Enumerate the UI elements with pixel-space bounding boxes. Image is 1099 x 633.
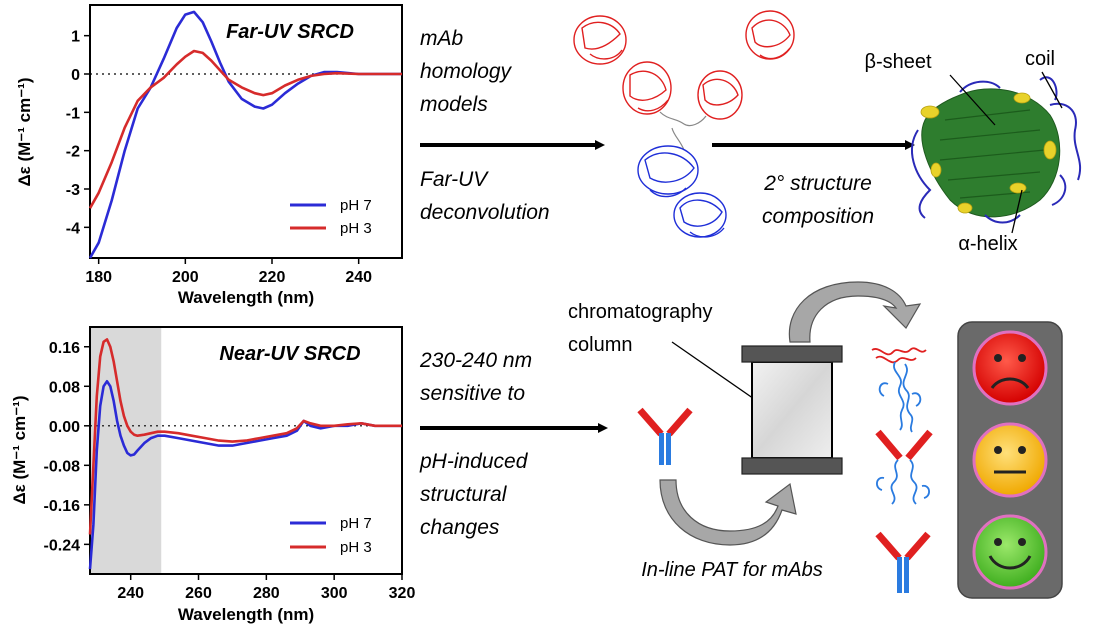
legend-label-ph7: pH 7	[340, 197, 372, 214]
top-left-text-line2: homology	[420, 60, 513, 83]
far-uv-legend: pH 7 pH 3	[290, 197, 372, 237]
neutral-face-icon	[972, 422, 1048, 498]
x-tick-label: 240	[117, 585, 144, 602]
far-uv-ylabel: Δε (M⁻¹ cm⁻¹)	[15, 77, 34, 186]
near-uv-xlabel: Wavelength (nm)	[178, 605, 314, 624]
coil-pointer	[1041, 71, 1063, 109]
x-tick-label: 200	[172, 269, 199, 286]
bottom-flow: 230-240 nm sensitive to pH-induced struc…	[419, 281, 1063, 599]
far-uv-title: Far-UV SRCD	[226, 21, 354, 43]
y-tick-label: -2	[66, 144, 80, 161]
y-tick-label: 0.00	[49, 419, 80, 436]
x-tick-label: 220	[259, 269, 286, 286]
bottom-left-text-line2: sensitive to	[420, 382, 525, 405]
top-flow: mAb homology models Far-UV deconvolution	[420, 10, 1082, 255]
coil-label: coil	[1025, 48, 1055, 70]
far-uv-xlabel: Wavelength (nm)	[178, 288, 314, 307]
pat-caption: In-line PAT for mAbs	[641, 559, 823, 581]
top-left-text2-line1: Far-UV	[420, 168, 489, 191]
series-line-ph3	[88, 338, 402, 535]
legend-label-ph3: pH 3	[340, 220, 372, 237]
top-left-text-line1: mAb	[420, 27, 464, 50]
chromatography-column	[741, 345, 843, 475]
bottom-left-text2-line2: structural	[420, 483, 508, 506]
column-label-line2: column	[568, 334, 632, 356]
y-tick-label: -0.16	[44, 498, 81, 515]
x-tick-label: 300	[321, 585, 348, 602]
series-line-ph7	[88, 10, 402, 259]
alpha-helix-pointer	[1011, 189, 1023, 234]
y-tick-label: 1	[71, 29, 80, 46]
beta-sheet-label: β-sheet	[864, 51, 932, 73]
bottom-curved-arrow	[659, 479, 797, 546]
far-uv-chart: 180 200 220 240 1 0 -1 -2 -3 -4 Far-UV SRCD Wavel…	[15, 4, 403, 307]
unfolded-antibody-icon	[871, 347, 927, 433]
near-uv-legend: pH 7 pH 3	[290, 515, 372, 556]
sad-face-icon	[972, 330, 1048, 406]
x-tick-label: 260	[185, 585, 212, 602]
bottom-left-text-line1: 230-240 nm	[419, 349, 532, 372]
antibody-model-image	[573, 10, 795, 238]
near-uv-title: Near-UV SRCD	[219, 343, 360, 365]
top-left-text-line3: models	[420, 93, 488, 116]
fab-structure-image	[911, 76, 1082, 224]
y-tick-label: -0.08	[44, 458, 81, 475]
series-line-ph3	[88, 49, 402, 209]
y-tick-label: -0.24	[44, 537, 81, 554]
y-tick-label: 0.08	[49, 379, 80, 396]
y-tick-label: 0	[71, 67, 80, 84]
near-uv-ylabel: Δε (M⁻¹ cm⁻¹)	[10, 395, 29, 504]
column-label-line1: chromatography	[568, 301, 713, 323]
legend-label-ph3-b: pH 3	[340, 539, 372, 556]
partially-unfolded-antibody-icon	[875, 429, 933, 505]
top-right-text-line1: 2° structure	[763, 172, 872, 195]
x-tick-label: 280	[253, 585, 280, 602]
y-tick-label: -3	[66, 182, 80, 199]
near-uv-plot-frame	[89, 326, 403, 575]
alpha-helix-label: α-helix	[958, 233, 1017, 255]
traffic-light	[957, 321, 1063, 599]
top-right-text-line2: composition	[762, 205, 874, 228]
x-tick-label: 180	[85, 269, 112, 286]
top-left-text2-line2: deconvolution	[420, 201, 550, 224]
happy-face-icon	[972, 514, 1048, 590]
y-tick-label: 0.16	[49, 340, 80, 357]
bottom-left-text2-line3: changes	[420, 516, 500, 539]
x-tick-label: 320	[389, 585, 416, 602]
beta-sheet-pointer	[949, 74, 996, 126]
bottom-left-text2-line1: pH-induced	[419, 450, 529, 473]
legend-label-ph7-b: pH 7	[340, 515, 372, 532]
top-curved-arrow	[788, 281, 922, 343]
x-tick-label: 240	[345, 269, 372, 286]
far-uv-plot-frame	[89, 4, 403, 259]
folded-antibody-icon	[875, 531, 931, 593]
y-tick-label: -1	[66, 105, 80, 122]
antibody-icon	[637, 407, 693, 465]
near-uv-chart: 240 260 280 300 320 0.16 0.08 0.00 -0.08 -0.16 -0.…	[10, 326, 416, 624]
series-line-ph7	[88, 380, 402, 570]
y-tick-label: -4	[66, 220, 80, 237]
